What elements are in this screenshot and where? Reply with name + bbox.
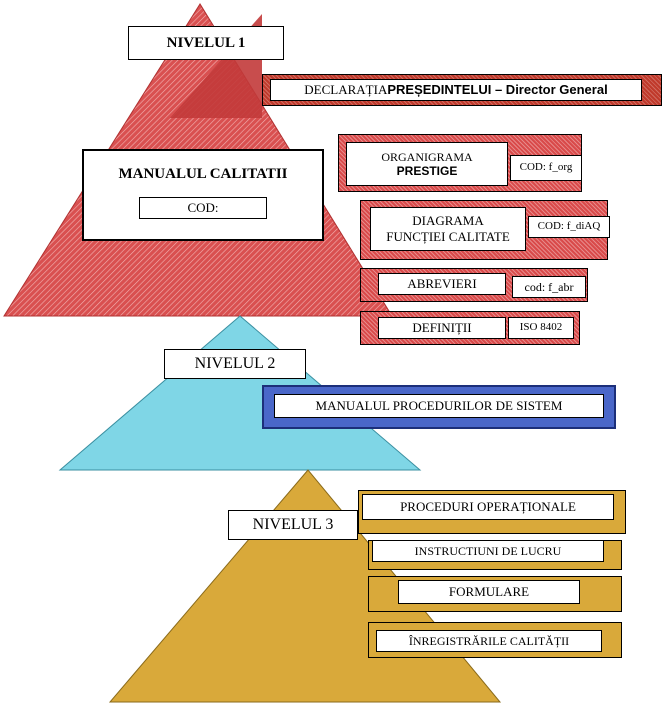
level3-item-inregistrari: ÎNREGISTRĂRILE CALITĂȚII xyxy=(376,630,602,652)
annex-abrevieri-code: cod: f_abr xyxy=(512,276,586,298)
level2-label: NIVELUL 2 xyxy=(164,349,306,379)
quality-manual-box: MANUALUL CALITATII COD: xyxy=(82,149,324,241)
system-procedures-label: MANUALUL PROCEDURILOR DE SISTEM xyxy=(274,394,604,418)
level3-item-proceduri: PROCEDURI OPERAȚIONALE xyxy=(362,494,614,520)
declaration-label: DECLARAȚIA PREȘEDINTELUI – Director Gene… xyxy=(270,79,642,101)
quality-manual-code: COD: xyxy=(139,197,267,219)
level1-label: NIVELUL 1 xyxy=(128,26,284,60)
quality-manual-title: MANUALUL CALITATII xyxy=(118,166,288,182)
annex-diagrama-label: DIAGRAMA FUNCȚIEI CALITATE xyxy=(370,207,526,251)
annex-organigrama-label: ORGANIGRAMA PRESTIGE xyxy=(346,142,508,186)
level3-item-instructiuni: INSTRUCTIUNI DE LUCRU xyxy=(372,540,604,562)
annex-definitii-code: ISO 8402 xyxy=(508,317,574,339)
level3-item-formulare: FORMULARE xyxy=(398,580,580,604)
annex-organigrama-code: COD: f_org xyxy=(510,155,582,181)
annex-abrevieri-label: ABREVIERI xyxy=(378,273,506,295)
annex-diagrama-code: COD: f_diAQ xyxy=(528,216,610,238)
annex-definitii-label: DEFINIȚII xyxy=(378,317,506,339)
level3-label: NIVELUL 3 xyxy=(228,510,358,540)
